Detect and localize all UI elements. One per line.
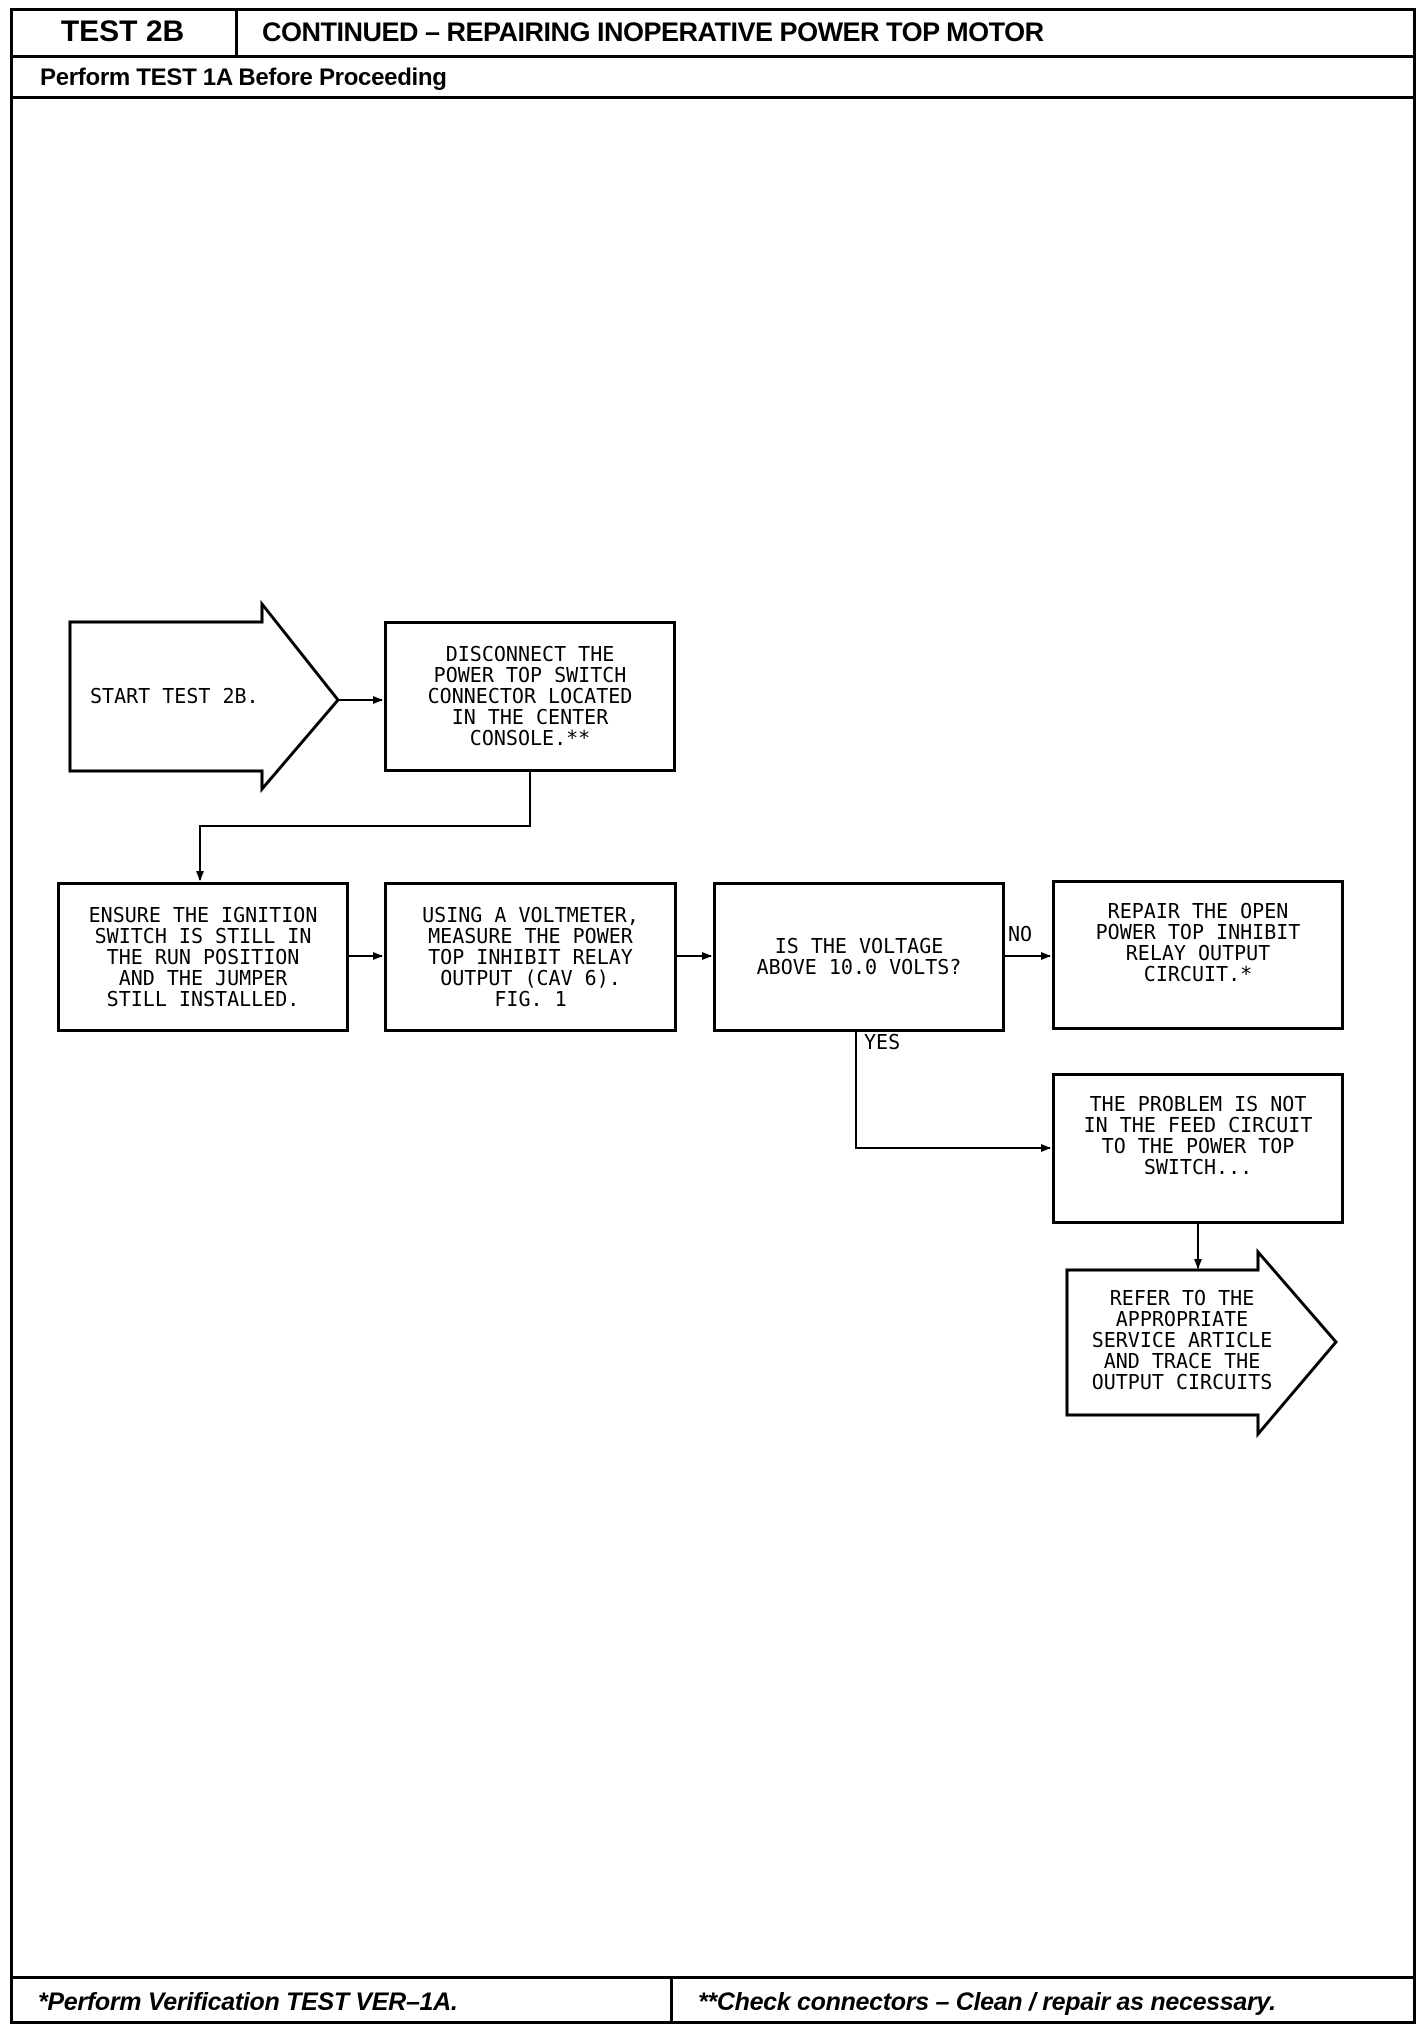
start-arrow-shape <box>68 599 340 794</box>
measure-text: USING A VOLTMETER, MEASURE THE POWER TOP… <box>422 902 639 1011</box>
measure-step: USING A VOLTMETER, MEASURE THE POWER TOP… <box>384 882 677 1032</box>
question-text: IS THE VOLTAGE ABOVE 10.0 VOLTS? <box>756 934 962 979</box>
disconnect-text: DISCONNECT THE POWER TOP SWITCH CONNECTO… <box>427 642 633 750</box>
start-label: START TEST 2B. <box>90 684 259 708</box>
refer-arrow-shape <box>1065 1247 1338 1439</box>
refer-label: REFER TO THE APPROPRIATE SERVICE ARTICLE… <box>1091 1286 1273 1394</box>
disconnect-step: DISCONNECT THE POWER TOP SWITCH CONNECTO… <box>384 621 676 772</box>
test-title: CONTINUED – REPAIRING INOPERATIVE POWER … <box>262 16 1044 47</box>
page-frame <box>10 8 1416 2024</box>
subtitle: Perform TEST 1A Before Proceeding <box>40 64 447 91</box>
repair-text: REPAIR THE OPEN POWER TOP INHIBIT RELAY … <box>1095 899 1301 986</box>
ensure-text: ENSURE THE IGNITION SWITCH IS STILL IN T… <box>88 902 318 1011</box>
ensure-step: ENSURE THE IGNITION SWITCH IS STILL IN T… <box>57 882 349 1032</box>
yes-label: YES <box>864 1030 901 1054</box>
problem-step: THE PROBLEM IS NOT IN THE FEED CIRCUIT T… <box>1052 1073 1344 1224</box>
repair-step: REPAIR THE OPEN POWER TOP INHIBIT RELAY … <box>1052 880 1344 1030</box>
voltage-question: IS THE VOLTAGE ABOVE 10.0 VOLTS? <box>713 882 1005 1032</box>
footer-left-note: *Perform Verification TEST VER–1A. <box>38 1987 458 2016</box>
subtitle-divider <box>10 96 1416 99</box>
no-label: NO <box>1008 922 1033 946</box>
problem-text: THE PROBLEM IS NOT IN THE FEED CIRCUIT T… <box>1083 1092 1313 1179</box>
test-id: TEST 2B <box>10 8 238 56</box>
footer-right-note: **Check connectors – Clean / repair as n… <box>698 1987 1276 2016</box>
footer-divider <box>10 1976 1416 1979</box>
header-divider <box>10 55 1416 58</box>
footer-column-divider <box>670 1978 673 2024</box>
